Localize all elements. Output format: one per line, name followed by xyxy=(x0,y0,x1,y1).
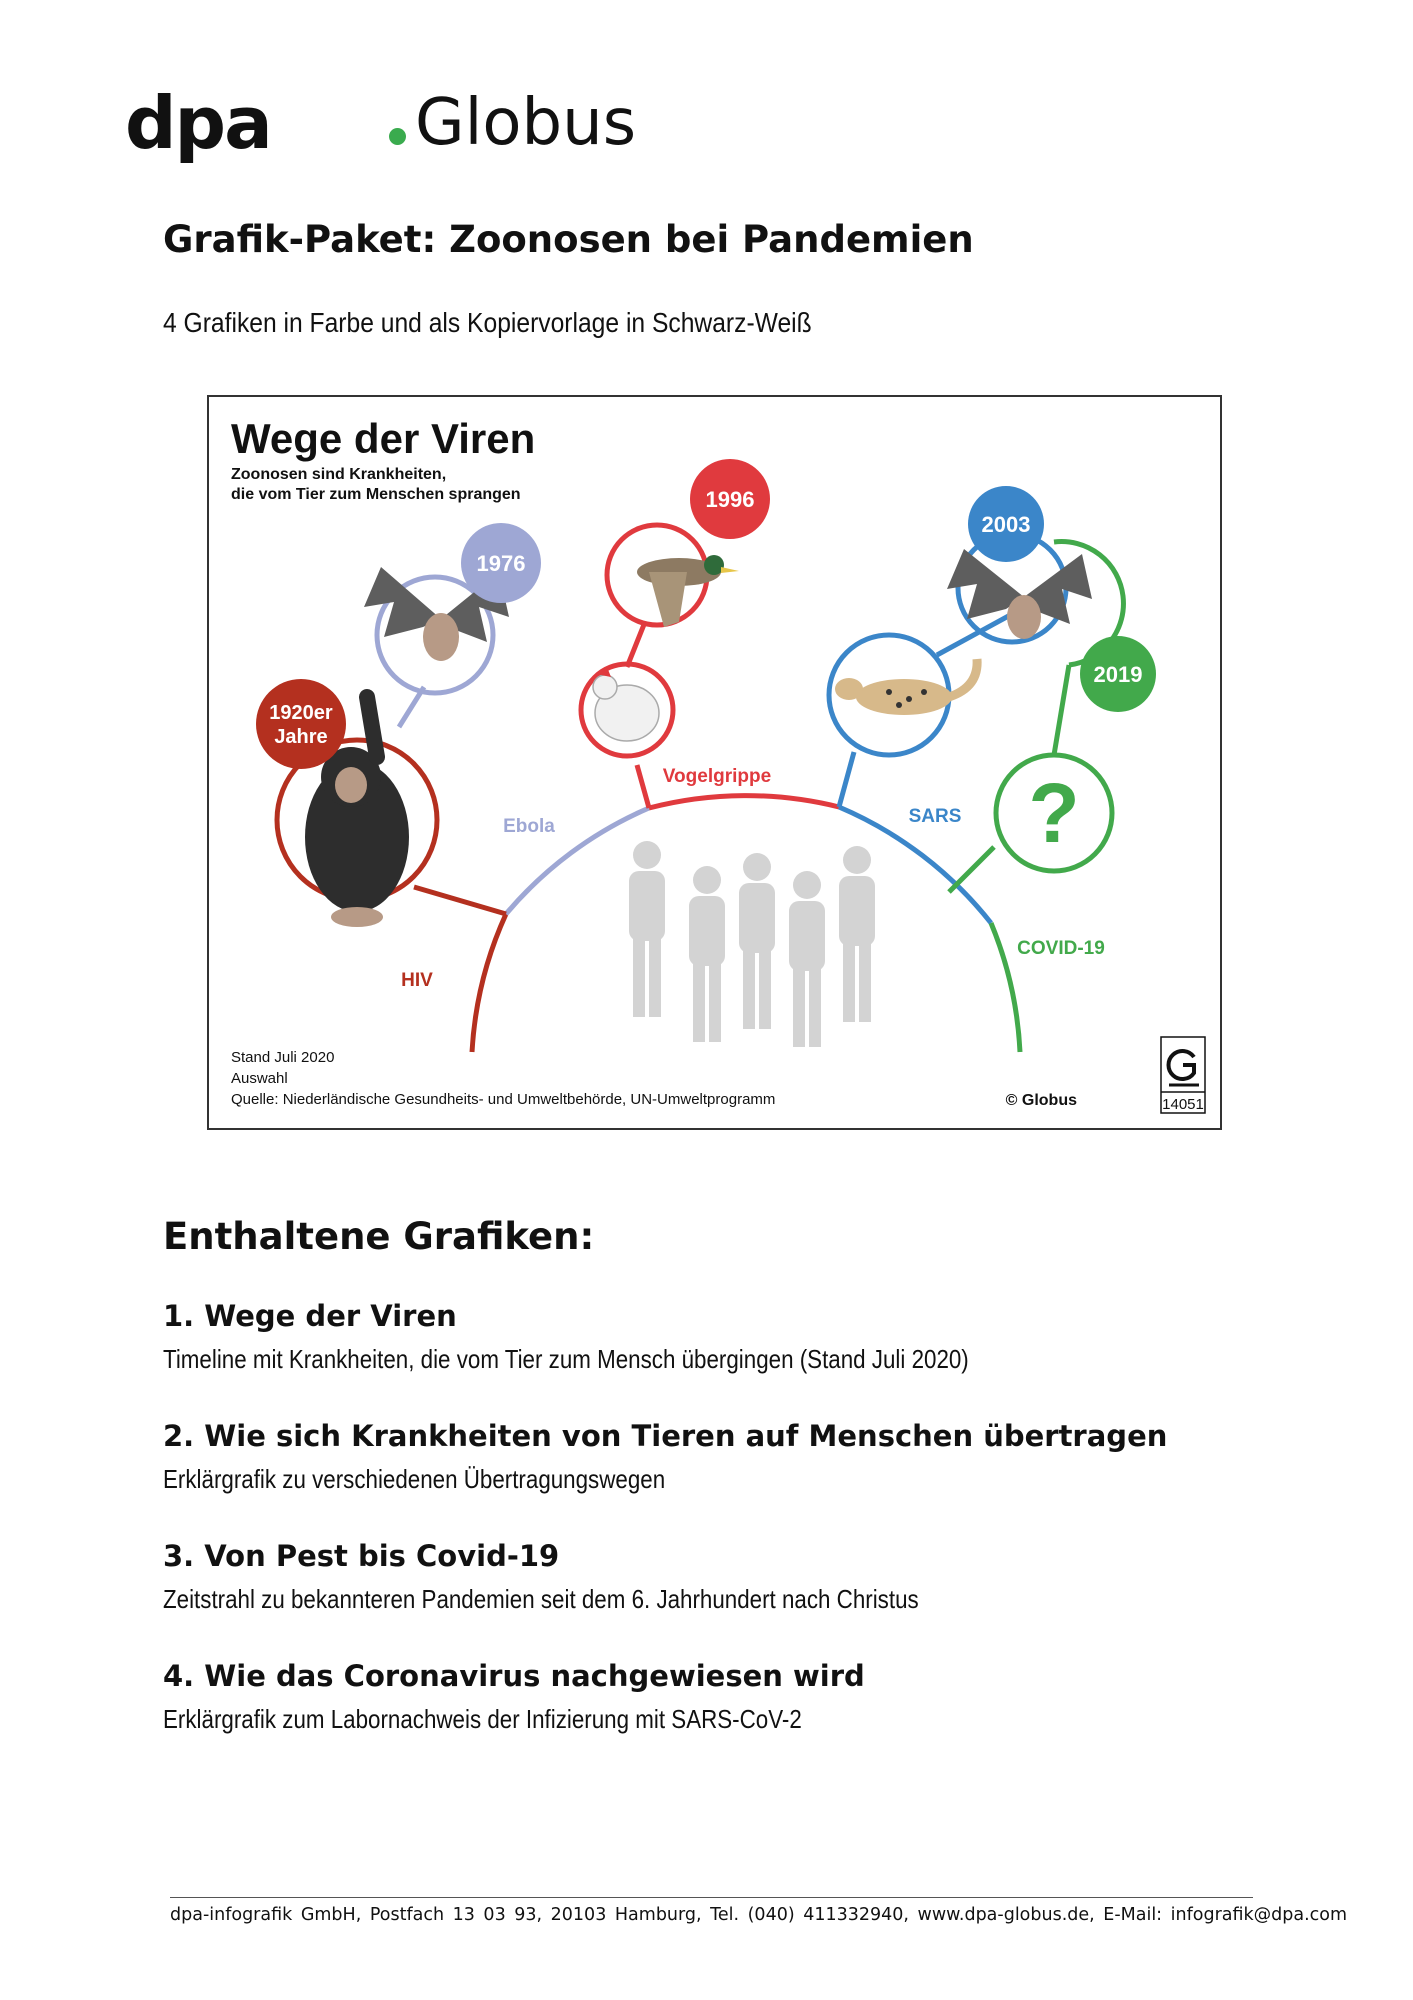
graphic-number: 14051 xyxy=(1162,1096,1204,1113)
graphic-subtitle-line1: Zoonosen sind Krankheiten, xyxy=(231,466,446,483)
contents-heading: Enthaltene Grafiken: xyxy=(163,1215,595,1258)
arc-segment-ebola xyxy=(504,805,650,916)
source-line-auswahl: Auswahl xyxy=(231,1070,288,1087)
content-item-4: 4. Wie das Coronavirus nachgewiesen wird… xyxy=(163,1656,1263,1738)
content-item-desc: Erklärgrafik zum Labornachweis der Infiz… xyxy=(163,1704,802,1734)
people-silhouette-icon xyxy=(629,841,875,1047)
globus-badge: 14051 xyxy=(1160,1036,1206,1114)
disease-label-ebola: Ebola xyxy=(503,816,555,837)
content-item-1: 1. Wege der Viren Timeline mit Krankheit… xyxy=(163,1296,1263,1378)
document-subtitle: 4 Grafiken in Farbe und als Kopiervorlag… xyxy=(163,307,812,338)
content-item-desc: Timeline mit Krankheiten, die vom Tier z… xyxy=(163,1344,969,1374)
unknown-question-mark-icon: ? xyxy=(1028,766,1079,860)
disease-label-vogelgrippe: Vogelgrippe xyxy=(663,766,771,787)
duck-icon xyxy=(637,555,739,627)
branch-hiv: 1920er Jahre HIV xyxy=(256,679,507,991)
chicken-icon xyxy=(592,667,660,742)
logo-dpa-text: dpa xyxy=(125,81,273,165)
preview-graphic-svg: Wege der Viren Zoonosen sind Krankheiten… xyxy=(231,415,1206,1114)
arc-segment-sars xyxy=(838,804,993,925)
disease-label-hiv: HIV xyxy=(401,970,433,991)
year-sars: 2003 xyxy=(982,512,1031,537)
content-item-title: 2. Wie sich Krankheiten von Tieren auf M… xyxy=(163,1419,1168,1453)
content-item-desc: Zeitstrahl zu bekannteren Pandemien seit… xyxy=(163,1584,919,1614)
timeline-arc xyxy=(469,793,1023,1053)
year-hiv: 1920er xyxy=(269,702,333,724)
logo-dot-icon xyxy=(389,128,406,145)
content-item-3: 3. Von Pest bis Covid-19 Zeitstrahl zu b… xyxy=(163,1536,1263,1618)
footer-divider xyxy=(170,1897,1253,1898)
disease-label-sars: SARS xyxy=(909,806,962,827)
globus-g-icon xyxy=(1166,1049,1199,1087)
content-item-desc: Erklärgrafik zu verschiedenen Übertragun… xyxy=(163,1464,666,1494)
bat-icon-sars xyxy=(947,549,1092,639)
branch-covid: ? 2019 COVID-19 xyxy=(947,539,1156,959)
copyright-text: © Globus xyxy=(1006,1092,1077,1109)
graphic-subtitle-line2: die vom Tier zum Menschen sprangen xyxy=(231,486,521,503)
disease-label-covid: COVID-19 xyxy=(1017,938,1105,959)
footer-contact: dpa-infografik GmbH, Postfach 13 03 93, … xyxy=(170,1905,1348,1925)
content-item-title: 3. Von Pest bis Covid-19 xyxy=(163,1539,560,1573)
branch-ebola: 1976 Ebola xyxy=(364,523,555,837)
year-ebola: 1976 xyxy=(477,551,526,576)
source-line-stand: Stand Juli 2020 xyxy=(231,1049,334,1066)
branch-vogelgrippe: 1996 Vogelgrippe xyxy=(578,459,771,809)
chimpanzee-icon xyxy=(305,689,409,927)
arc-segment-covid xyxy=(988,922,1023,1053)
arc-segment-vogelgrippe xyxy=(648,793,840,811)
logo-globus-text: Globus xyxy=(415,86,637,160)
year-vogelgrippe: 1996 xyxy=(706,487,755,512)
arc-segment-hiv xyxy=(469,912,509,1053)
content-item-title: 4. Wie das Coronavirus nachgewiesen wird xyxy=(163,1659,865,1693)
document-title: Grafik-Paket: Zoonosen bei Pandemien xyxy=(163,218,974,261)
content-item-title: 1. Wege der Viren xyxy=(163,1299,457,1333)
graphic-title: Wege der Viren xyxy=(231,415,535,462)
civet-icon xyxy=(835,658,982,715)
content-item-2: 2. Wie sich Krankheiten von Tieren auf M… xyxy=(163,1416,1263,1498)
branch-sars: 2003 SARS xyxy=(826,486,1092,827)
year-hiv-line2: Jahre xyxy=(274,726,327,748)
source-line-quelle: Quelle: Niederländische Gesundheits- und… xyxy=(231,1091,775,1108)
preview-graphic: Wege der Viren Zoonosen sind Krankheiten… xyxy=(207,395,1222,1130)
year-covid: 2019 xyxy=(1094,662,1143,687)
dpa-globus-logo: dpa Globus xyxy=(125,78,636,178)
